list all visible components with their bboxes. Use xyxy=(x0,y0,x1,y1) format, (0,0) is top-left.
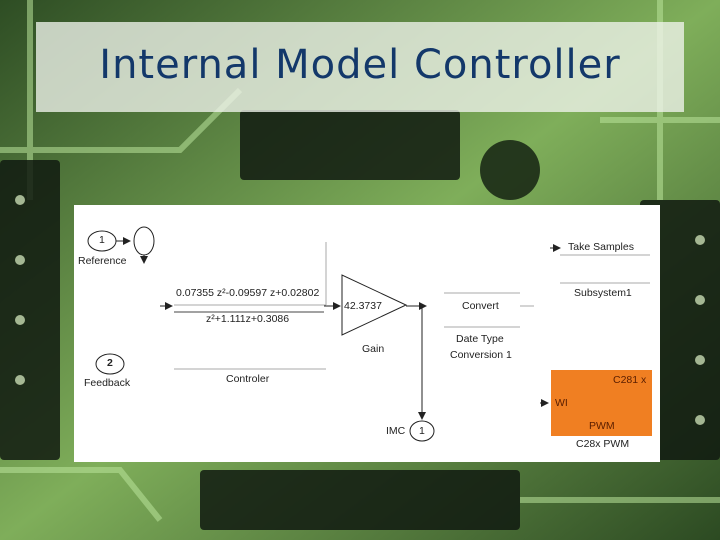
pwm-block-title: C281 x xyxy=(613,374,646,386)
reference-inport-number: 1 xyxy=(99,234,105,246)
controller-label: Controler xyxy=(226,373,269,385)
subsystem-label: Subsystem1 xyxy=(574,287,632,299)
imc-label: IMC xyxy=(386,425,405,437)
title-banner: Internal Model Controller xyxy=(36,22,684,112)
pwm-block-label: C28x PWM xyxy=(576,438,629,450)
convert-label-line1: Date Type xyxy=(456,333,504,345)
convert-text: Convert xyxy=(462,300,499,312)
convert-label-line2: Conversion 1 xyxy=(450,349,512,361)
gain-label: Gain xyxy=(362,343,384,355)
slide-title: Internal Model Controller xyxy=(36,22,684,112)
pwm-block: C281 x WI PWM xyxy=(551,370,652,436)
pwm-output: PWM xyxy=(589,420,615,432)
gain-value: 42.3737 xyxy=(344,300,382,312)
feedback-inport-number: 2 xyxy=(107,357,113,369)
reference-label: Reference xyxy=(78,255,126,267)
simulink-diagram-panel: 1 Reference 2 Feedback 0.07355 z²-0.0959… xyxy=(74,205,660,462)
imc-outport-number: 1 xyxy=(419,425,425,437)
feedback-label: Feedback xyxy=(84,377,130,389)
pwm-input-port: WI xyxy=(555,397,568,409)
controller-denominator: z²+1.111z+0.3086 xyxy=(206,313,289,325)
controller-numerator: 0.07355 z²-0.09597 z+0.02802 xyxy=(176,287,319,299)
take-samples-label: Take Samples xyxy=(568,241,634,253)
